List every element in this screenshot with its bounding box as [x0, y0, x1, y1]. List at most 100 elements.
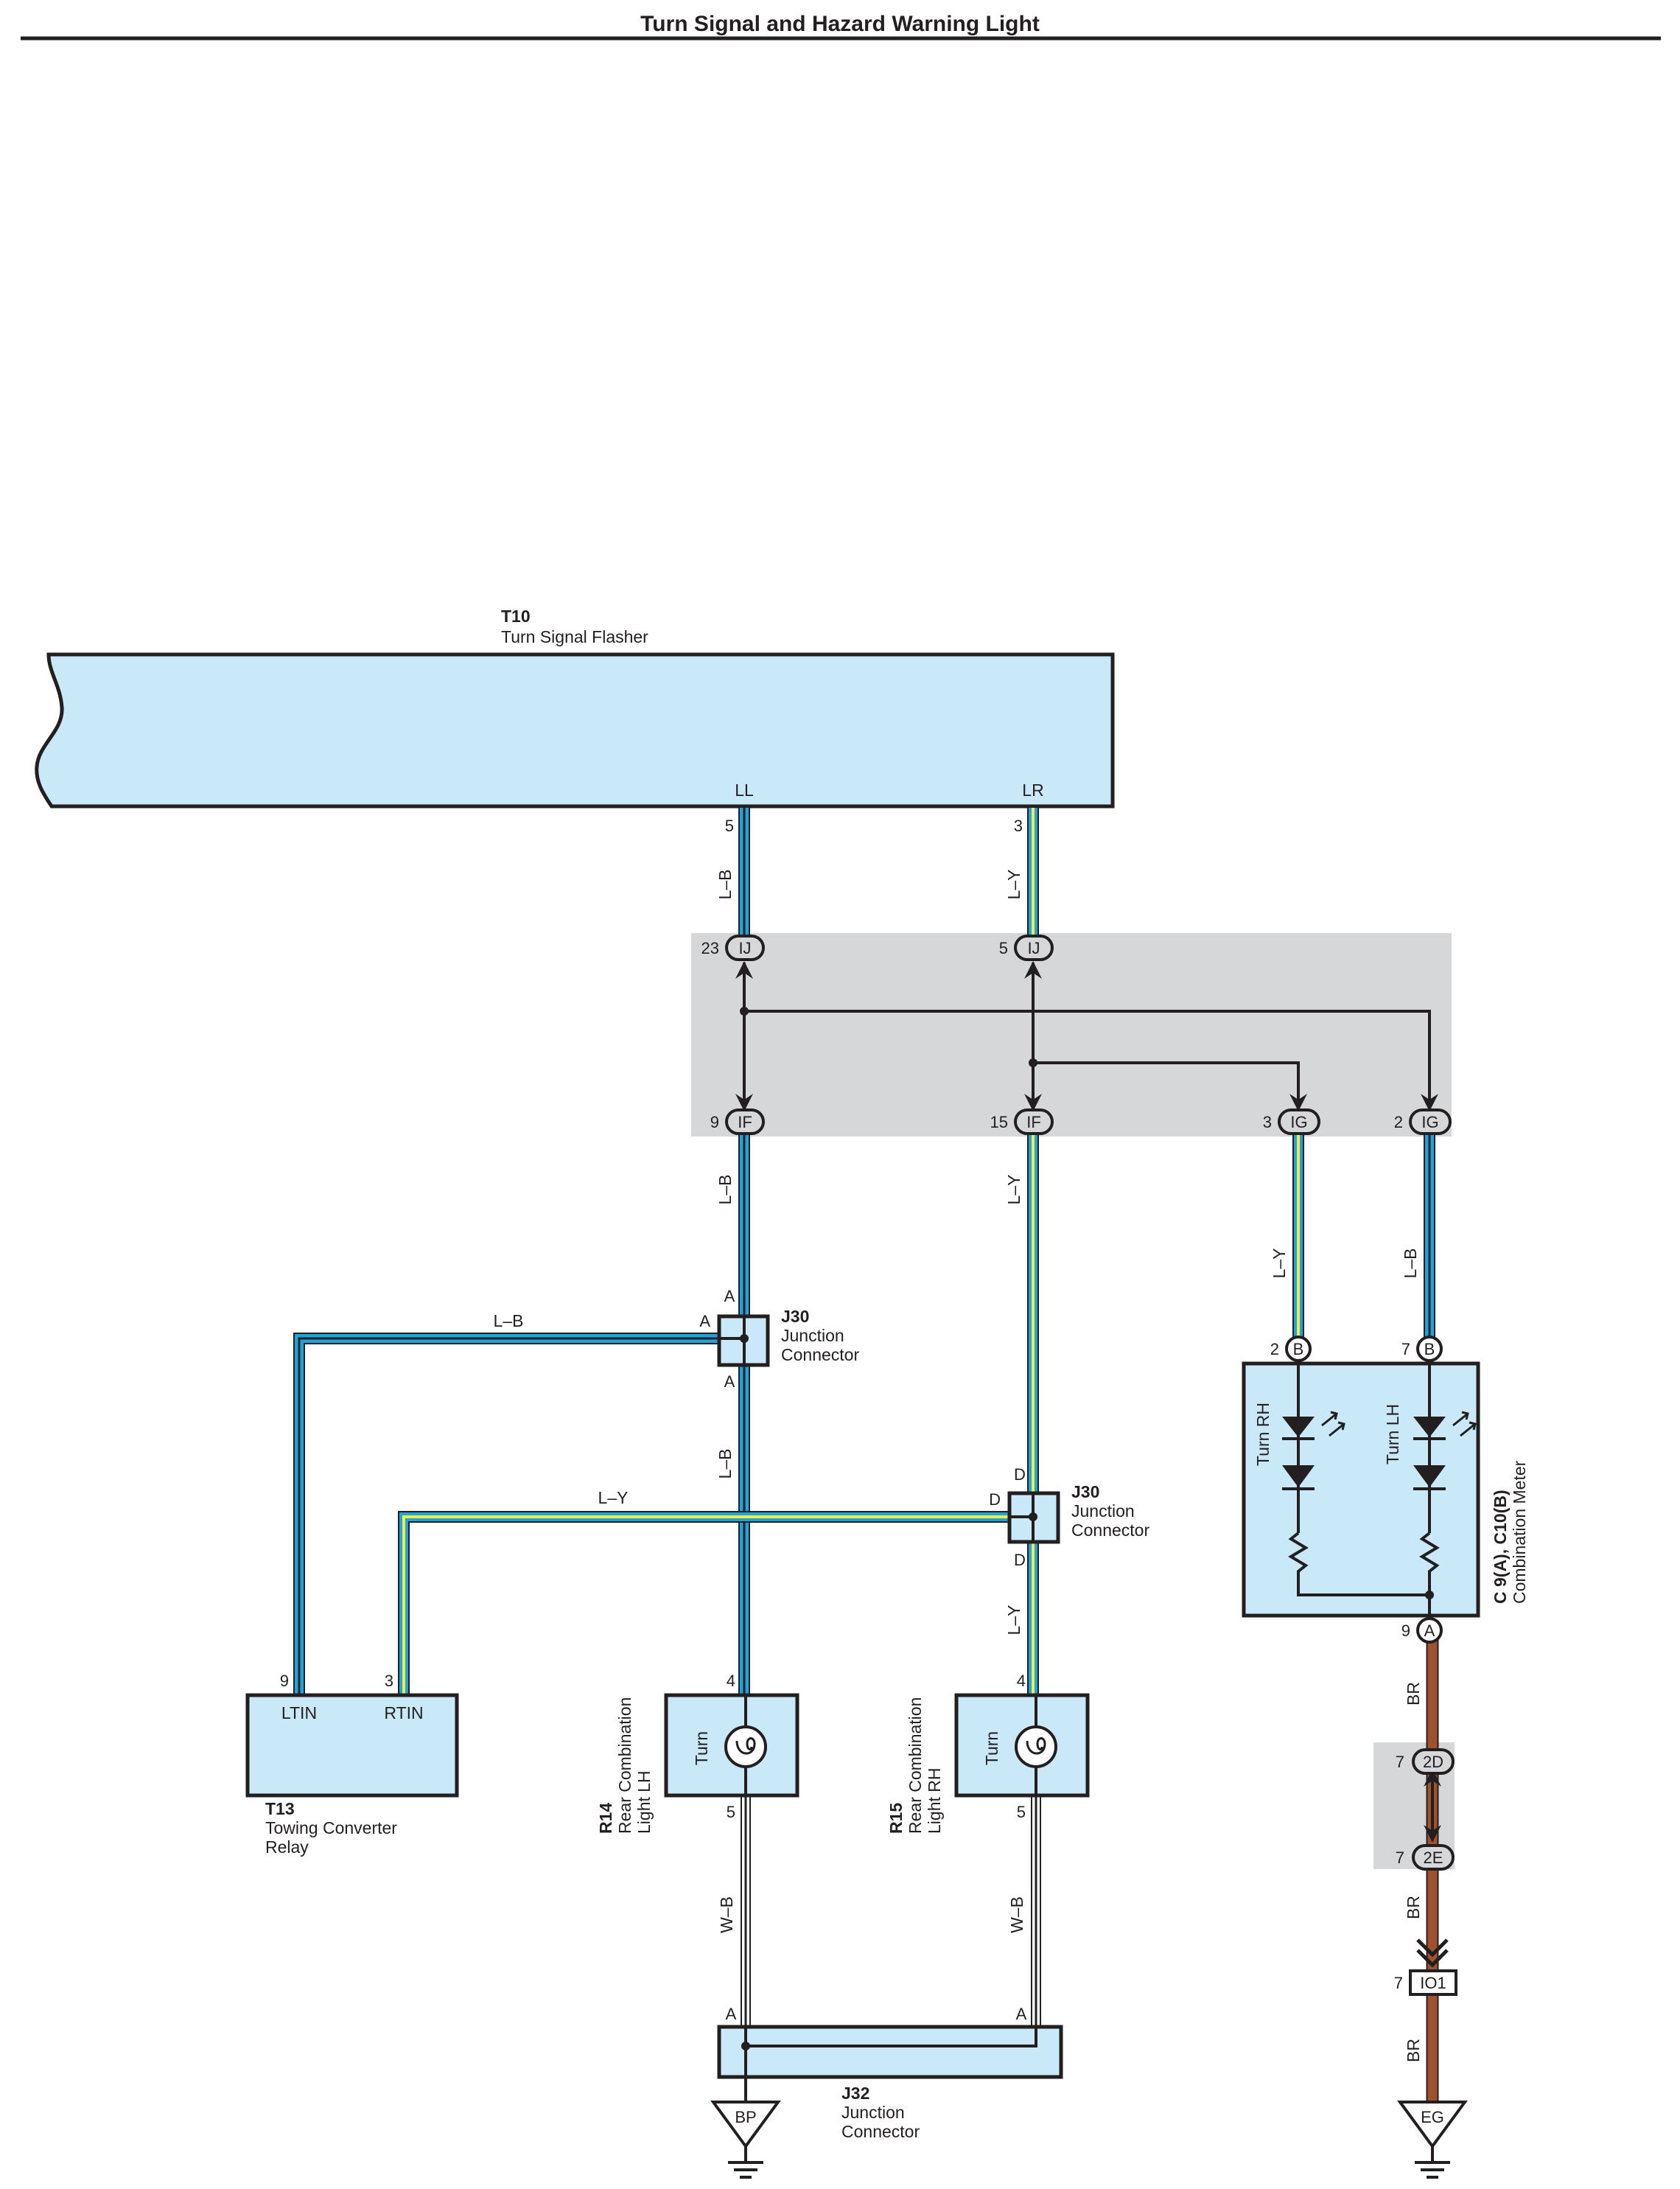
wire-label-lb: L–B	[715, 870, 735, 900]
connector-ij-23-pin: 23	[701, 939, 719, 957]
svg-text:D: D	[989, 1490, 1001, 1509]
svg-text:D: D	[1014, 1465, 1026, 1484]
j30-d-name-2: Connector	[1071, 1521, 1149, 1540]
t13-pin-rtin: RTIN	[384, 1703, 423, 1722]
svg-text:IG: IG	[1421, 1113, 1438, 1131]
connector-if-15-pin: 15	[990, 1113, 1008, 1131]
wire-label-br: BR	[1404, 1896, 1423, 1919]
svg-text:A: A	[699, 1312, 710, 1330]
meter-turn-lh: Turn LH	[1383, 1404, 1402, 1464]
turn-signal-flasher[interactable]	[35, 652, 1115, 809]
r14-name-1: Rear Combination	[615, 1697, 634, 1834]
wire-label-ly: L–Y	[598, 1488, 629, 1507]
r14-bulb-label: Turn	[692, 1731, 711, 1765]
connector-2d-pin: 7	[1396, 1753, 1404, 1771]
r14-pin-in: 4	[727, 1672, 735, 1690]
wire-ly-j30-t13	[398, 1511, 1011, 1695]
t10-pin-lr: LR	[1022, 781, 1043, 800]
ground-bp-icon	[710, 2101, 781, 2179]
svg-text:2E: 2E	[1424, 1848, 1443, 1867]
connector-ij-5-pin: 5	[999, 939, 1008, 957]
meter-name: Combination Meter	[1510, 1460, 1529, 1604]
meter-pin-gnd-no: 9	[1401, 1621, 1410, 1640]
connector-if-9-pin: 9	[710, 1113, 719, 1131]
ground-eg-icon	[1397, 2101, 1468, 2179]
r15-code: R15	[886, 1803, 906, 1834]
j30-a-name-2: Connector	[781, 1345, 859, 1364]
towing-converter-relay[interactable]	[245, 1693, 459, 1798]
connector-2e-pin: 7	[1396, 1848, 1404, 1867]
j30-junction-connector-d[interactable]	[1007, 1491, 1060, 1544]
connector-if-9[interactable]: IF 9	[710, 1109, 765, 1135]
t10-name: Turn Signal Flasher	[501, 627, 648, 646]
wire-label-ly: L–Y	[1004, 1175, 1023, 1205]
t13-name-2: Relay	[265, 1837, 309, 1857]
j32-name-2: Connector	[841, 2122, 920, 2141]
svg-text:A: A	[724, 1287, 735, 1305]
r15-pin-out: 5	[1017, 1803, 1026, 1821]
j32-code: J32	[841, 2084, 869, 2103]
t10-code: T10	[501, 607, 531, 626]
connector-if-15[interactable]: IF 15	[990, 1109, 1054, 1135]
wire-label-ly: L–Y	[1004, 870, 1023, 900]
wire-label-lb: L–B	[494, 1311, 524, 1330]
j30-a-name-1: Junction	[781, 1326, 844, 1345]
t13-pin-ltin-no: 9	[280, 1672, 289, 1690]
r14-pin-out: 5	[727, 1803, 735, 1821]
connector-ij-5[interactable]: IJ 5	[999, 935, 1054, 961]
connector-io1[interactable]: IO1 7	[1394, 1938, 1457, 1996]
svg-text:IF: IF	[1026, 1113, 1041, 1131]
svg-text:2D: 2D	[1423, 1753, 1443, 1771]
meter-connector-a[interactable]: A	[1416, 1617, 1443, 1644]
meter-pin-rh-no: 2	[1270, 1340, 1279, 1358]
r15-bulb-label: Turn	[982, 1731, 1001, 1765]
connector-2e[interactable]: 2E 7	[1396, 1844, 1455, 1871]
bulb-icon	[1015, 1725, 1057, 1768]
diode-icon	[1282, 1465, 1315, 1490]
connector-io1-pin: 7	[1394, 1974, 1403, 1992]
j32-junction-connector[interactable]	[717, 2025, 1063, 2079]
connector-ig-3[interactable]: IG 3	[1263, 1109, 1320, 1135]
j30-junction-connector-a[interactable]	[717, 1314, 770, 1367]
t10-pin-ll: LL	[735, 781, 754, 800]
page-title: Turn Signal and Hazard Warning Light	[640, 12, 1040, 36]
wire-label-ly: L–Y	[1004, 1605, 1023, 1635]
meter-connector-b-rh[interactable]: B	[1285, 1336, 1312, 1362]
t13-pin-ltin: LTIN	[281, 1703, 317, 1722]
ground-bp-label: BP	[735, 2108, 756, 2126]
svg-text:IF: IF	[738, 1113, 752, 1131]
connector-ig-3-pin: 3	[1263, 1113, 1272, 1131]
j32-name-1: Junction	[841, 2103, 905, 2122]
t13-code: T13	[265, 1799, 295, 1818]
meter-connector-b-lh[interactable]: B	[1416, 1336, 1443, 1362]
connector-2d[interactable]: 2D 7	[1396, 1748, 1455, 1775]
svg-text:IO1: IO1	[1420, 1974, 1446, 1992]
j30-a-code: J30	[781, 1307, 809, 1326]
svg-text:B: B	[1293, 1340, 1304, 1358]
t13-pin-rtin-no: 3	[385, 1672, 393, 1690]
wires	[293, 808, 1439, 2102]
svg-text:B: B	[1424, 1340, 1435, 1358]
wire-label-lb: L–B	[715, 1449, 735, 1479]
svg-text:A: A	[1424, 1621, 1435, 1640]
j32-pin-a-right: A	[1016, 2005, 1027, 2023]
meter-pin-lh-no: 7	[1401, 1340, 1410, 1358]
wire-label-lb: L–B	[715, 1175, 735, 1205]
svg-text:D: D	[1014, 1551, 1026, 1569]
t10-pin-ll-no: 5	[725, 817, 734, 835]
connector-ij-23[interactable]: IJ 23	[701, 935, 765, 961]
connector-ig-2[interactable]: IG 2	[1394, 1109, 1452, 1135]
led-icon	[1413, 1411, 1477, 1440]
wire-label-lb: L–B	[1401, 1249, 1420, 1279]
svg-text:IJ: IJ	[1027, 939, 1040, 957]
svg-text:IJ: IJ	[738, 939, 751, 957]
meter-turn-rh: Turn RH	[1253, 1403, 1273, 1466]
meter-code: C 9(A), C10(B)	[1491, 1490, 1510, 1604]
t13-name-1: Towing Converter	[265, 1818, 397, 1837]
ground-eg-label: EG	[1421, 2108, 1444, 2126]
wire-label-br: BR	[1404, 1682, 1423, 1706]
wire-label-br: BR	[1404, 2039, 1423, 2062]
connector-ig-2-pin: 2	[1394, 1113, 1403, 1131]
j30-d-name-1: Junction	[1071, 1501, 1135, 1521]
